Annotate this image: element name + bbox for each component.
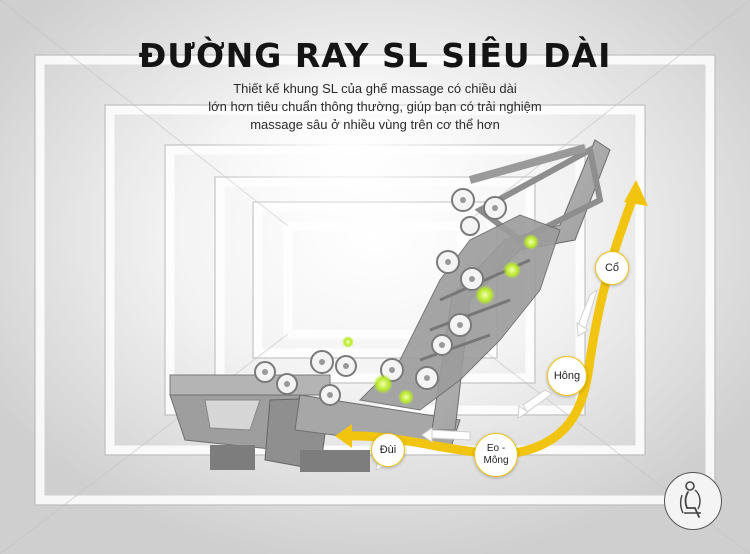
description-line: lớn hơn tiêu chuẩn thông thường, giúp bạ…	[208, 99, 542, 114]
zone-hip-text: Hông	[553, 370, 581, 382]
zone-waist-text-1: Eo -	[486, 443, 506, 454]
massage-track-arrow	[335, 180, 648, 459]
massage-chair-frame	[169, 139, 611, 472]
page-title: ĐƯỜNG RAY SL SIÊU DÀI	[138, 36, 612, 75]
roller-led-glow	[342, 234, 539, 405]
description: Thiết kế khung SL của ghế massage có chi…	[175, 80, 575, 134]
zone-waist-text-2: Mông	[483, 455, 509, 466]
zone-neck-label: Cổ	[595, 251, 629, 285]
seated-body-icon	[664, 472, 722, 530]
zone-neck-text: Cổ	[604, 262, 620, 274]
zone-hip-label: Hông	[547, 356, 587, 396]
description-line: Thiết kế khung SL của ghế massage có chi…	[233, 81, 517, 96]
zone-thigh-label: Đùi	[371, 433, 405, 467]
zone-waist-label: Eo - Mông	[474, 433, 518, 477]
description-line: massage sâu ở nhiều vùng trên cơ thể hơn	[250, 117, 500, 132]
zone-thigh-text: Đùi	[379, 444, 397, 456]
